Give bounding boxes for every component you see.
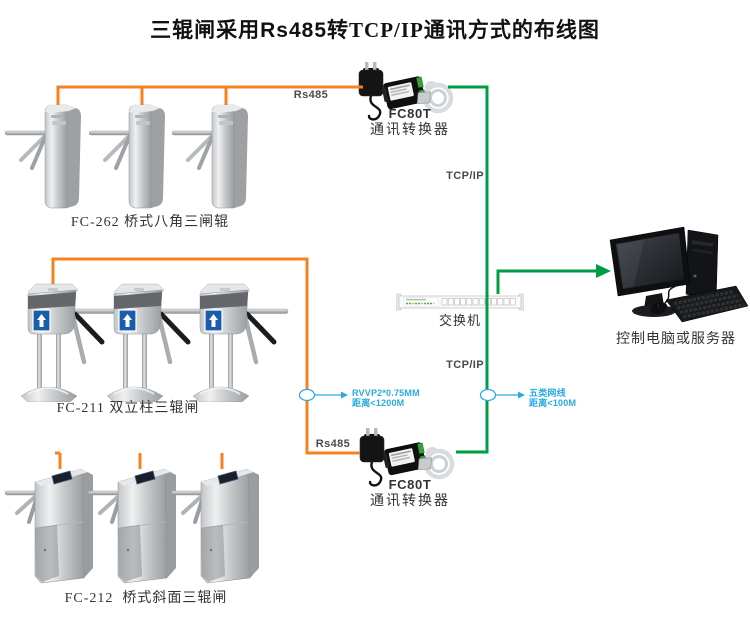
callout-tcpip-line2: 距离<100M: [529, 398, 577, 409]
group-label-fc262: FC-262 桥式八角三闸辊: [70, 215, 230, 230]
group-label-fc212: FC-212 桥式斜面三辊闸: [64, 591, 228, 606]
converter-top-name: 通讯转换器: [370, 123, 450, 138]
converter-bottom-illustration: [359, 428, 455, 487]
tcpip-trunk-line: [448, 85, 489, 454]
callout-tcpip-line1: 五类网线: [529, 388, 566, 398]
converter-top-model: FC80T: [388, 106, 432, 121]
diagram-title: 三辊闸采用Rs485转TCP/IP通讯方式的布线图: [0, 14, 750, 44]
converter-bottom-model: FC80T: [388, 477, 432, 492]
computer-label: 控制电脑或服务器: [616, 332, 736, 347]
callout-tcpip-cable: 五类网线 距离<100M: [529, 388, 576, 409]
wire-label-rs485-bottom: Rs485: [315, 438, 351, 450]
turnstile-fc211-3: [192, 283, 289, 402]
title-part1: 三辊闸采用: [150, 18, 261, 42]
converter-top-illustration: [358, 62, 454, 121]
title-part3: 转TCP/IP通讯方式的布线图: [327, 18, 600, 42]
group-label-fc211: FC-211 双立柱三辊闸: [56, 401, 200, 416]
turnstile-fc212-3: [171, 468, 259, 584]
turnstile-fc211-1: [20, 283, 117, 402]
callout-rs485-line2: 距离<1200M: [352, 398, 405, 409]
turnstile-fc211-2: [106, 283, 203, 402]
wire-label-rs485-top: Rs485: [293, 89, 329, 101]
title-part2: Rs485: [260, 19, 328, 42]
wire-label-tcpip-bottom: TCP/IP: [446, 359, 484, 371]
tcpip-branch-line: [496, 269, 596, 294]
converter-bottom-name: 通讯转换器: [370, 494, 450, 509]
switch-label: 交换机: [438, 313, 481, 328]
callout-rs485-cable: RVVP2*0.75MM 距离<1200M: [352, 388, 420, 409]
callout-marker-tcpip: [479, 388, 525, 402]
turnstile-fc212-1: [5, 468, 93, 584]
network-switch-illustration: [396, 293, 524, 311]
wire-label-tcpip-top: TCP/IP: [446, 170, 484, 182]
turnstile-fc262-3: [172, 104, 248, 209]
computer-illustration: [609, 226, 749, 323]
turnstile-fc262-1: [5, 104, 81, 209]
callout-rs485-line1: RVVP2*0.75MM: [352, 388, 420, 398]
callout-marker-rs485: [298, 388, 348, 402]
turnstile-fc212-2: [88, 468, 176, 584]
turnstile-fc262-2: [89, 104, 165, 209]
